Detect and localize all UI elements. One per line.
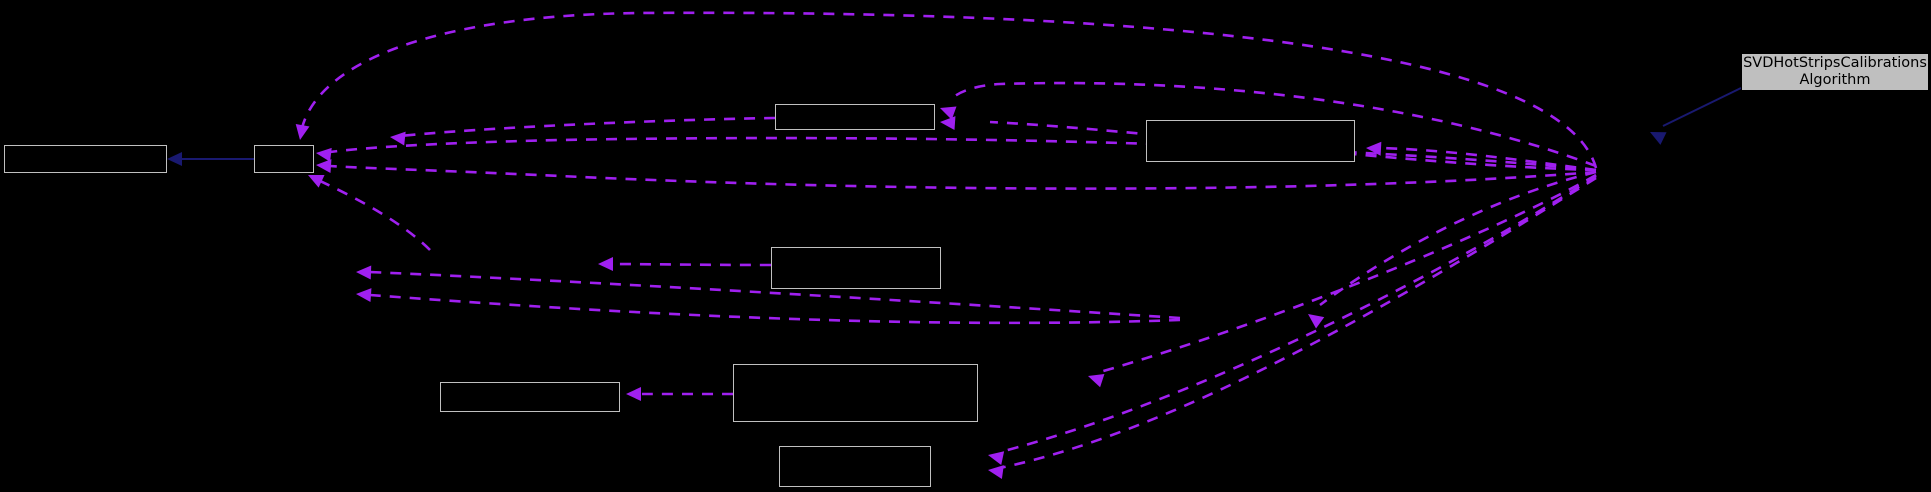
- node-empty-center[interactable]: [771, 247, 941, 289]
- edge-dashed-root-to-lower-large: [1099, 173, 1597, 374]
- edge-dashed-hub-right-middle-arrowhead: [316, 159, 332, 174]
- edge-dashed-root-to-bottom-b-arrowhead: [988, 465, 1004, 480]
- node-empty-upper-right[interactable]: [1146, 120, 1355, 162]
- edge-dashed-hub-lower-a: [317, 178, 431, 251]
- node-empty-hub[interactable]: [254, 145, 314, 173]
- node-svd-hot-strips-calibrations-algorithm[interactable]: SVDHotStripsCalibrations Algorithm: [1741, 53, 1929, 91]
- edge-dashed-hub-lower-c: [369, 293, 1181, 325]
- edge-dashed-lower-large-to-lower-left-arrowhead: [626, 387, 641, 401]
- edge-dashed-root-to-upper-mid-b: [989, 120, 1597, 172]
- edge-dashed-root-to-bottom-a: [999, 174, 1597, 454]
- edge-dashed-hub-lower-c-arrowhead: [356, 288, 372, 303]
- node-empty-upper-mid[interactable]: [775, 104, 935, 130]
- edge-dashed-root-to-upper-right: [1379, 146, 1597, 172]
- edge-dashed-upper-mid-to-hub: [399, 116, 776, 138]
- edge-dashed-root-to-lower-large-arrowhead: [1088, 373, 1105, 388]
- node-svd-hot-strips-calibrations-algorithm-label: SVDHotStripsCalibrations Algorithm: [1743, 54, 1927, 88]
- edge-dashed-upper-mid-to-hub-arrowhead: [390, 131, 406, 146]
- edge-dashed-hub-right-upper: [329, 136, 1597, 172]
- edge-dashed-hub-lower-b-arrowhead: [356, 265, 372, 280]
- edge-dashed-root-to-center: [1319, 170, 1597, 307]
- edge-dashed-top-long-loop: [300, 11, 1598, 169]
- node-empty-lower-left[interactable]: [440, 382, 620, 412]
- node-empty-lower-large[interactable]: [733, 364, 978, 422]
- edge-dashed-root-to-upper-mid-a-arrowhead: [940, 106, 957, 120]
- edge-dashed-root-to-upper-mid-a: [949, 81, 1597, 168]
- edge-dashed-root-to-bottom-b: [999, 176, 1597, 470]
- edge-solid-root-to-hub-region-arrowhead: [1650, 132, 1667, 145]
- edge-dashed-root-to-upper-mid-b-arrowhead: [940, 116, 956, 131]
- edge-dashed-hub-right-middle: [329, 164, 1597, 190]
- edge-dashed-center-to-left-arrowhead: [598, 257, 613, 271]
- edge-dashed-root-to-bottom-a-arrowhead: [988, 451, 1005, 465]
- node-empty-bottom[interactable]: [779, 446, 931, 487]
- edge-dashed-hub-lower-b: [369, 270, 1181, 320]
- edge-dashed-root-to-center-arrowhead: [1308, 314, 1325, 329]
- edge-dashed-hub-right-upper-arrowhead: [316, 147, 332, 162]
- edge-dashed-root-to-upper-right-arrowhead: [1366, 141, 1382, 156]
- edge-dashed-center-to-left: [609, 262, 772, 267]
- edge-dashed-hub-lower-a-arrowhead: [308, 174, 325, 188]
- edge-dashed-top-long-loop-arrowhead: [295, 124, 310, 140]
- node-empty-far-left[interactable]: [4, 145, 167, 173]
- edge-solid-hub-to-far-left-arrowhead: [167, 152, 182, 166]
- edge-solid-root-to-hub-region: [1662, 87, 1742, 127]
